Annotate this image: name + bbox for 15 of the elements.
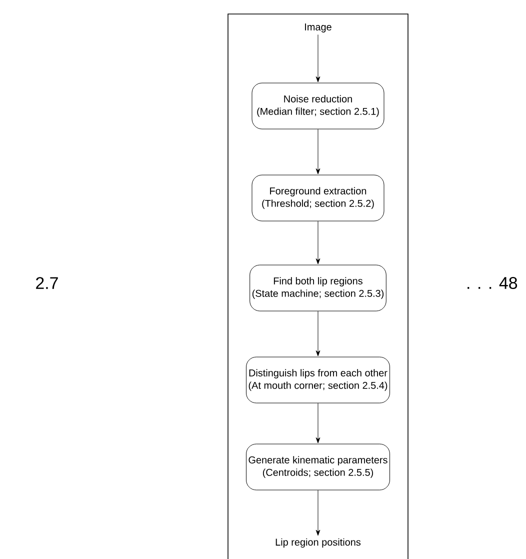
arrow	[316, 129, 320, 174]
process-box: Find both lip regions (State machine; section 2.5.3)	[250, 264, 386, 312]
io-label: Image	[305, 24, 332, 32]
arrow	[316, 221, 320, 264]
io-label: Lip region positions	[276, 538, 361, 548]
arrow	[316, 403, 320, 444]
process-box: Generate kinematic parameters (Centroids; section 2.5.5)	[246, 444, 390, 490]
arrow	[316, 311, 320, 356]
arrow	[316, 34, 320, 82]
process-box: Distinguish lips from each other (At mouth corner; section 2.5.4)	[246, 356, 390, 404]
process-box: Foreground extraction (Threshold; section 2.5.2)	[252, 174, 384, 222]
arrow	[316, 490, 320, 536]
page-reference: 2.7	[36, 277, 58, 289]
page-reference: . . . 48	[468, 277, 518, 289]
process-box: Noise reduction (Median filter; section 2.5.1)	[252, 82, 384, 130]
